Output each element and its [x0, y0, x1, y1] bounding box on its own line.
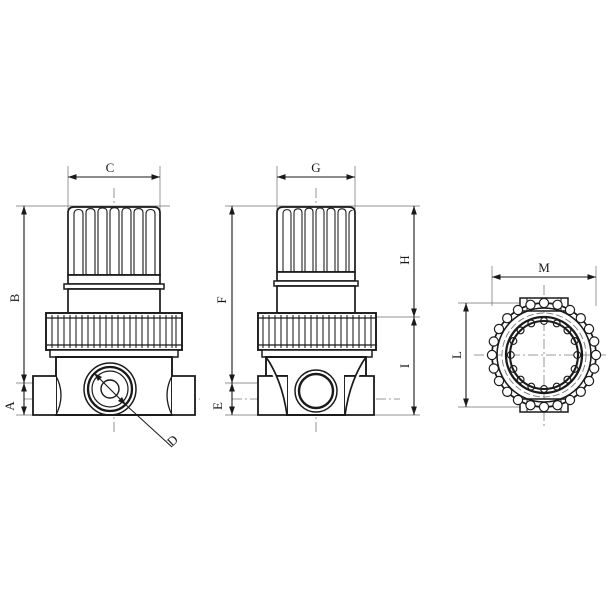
dimension-label-A: A	[2, 401, 17, 411]
top-view-inner-knob	[504, 315, 584, 395]
dimension-label-H: H	[397, 255, 412, 264]
dimension-label-I: I	[397, 364, 412, 368]
dimension-A: A	[2, 383, 27, 415]
bonnet-neck	[63, 283, 165, 314]
dimension-F: F	[214, 206, 235, 383]
side-adjusting-knob	[276, 206, 356, 282]
dimension-label-G: G	[311, 160, 320, 175]
dimension-label-L: L	[449, 351, 464, 359]
front-port-circles	[83, 362, 137, 416]
top-view-hidden-circle	[501, 312, 587, 398]
lock-ring	[45, 312, 183, 358]
dimension-I: I	[397, 317, 417, 415]
dimension-H: H	[397, 206, 417, 317]
side-bonnet-neck	[273, 280, 359, 314]
dimension-G: G	[277, 160, 355, 180]
top-view-knurled-ring	[486, 297, 602, 413]
dimension-M: M	[492, 260, 596, 280]
side-lock-ring-skirt	[261, 349, 373, 358]
dimension-label-E: E	[210, 402, 225, 410]
side-view: G F E H I	[210, 160, 420, 432]
side-valve-body	[257, 356, 375, 416]
side-lock-ring-knurls	[262, 315, 372, 348]
dimension-label-C: C	[106, 160, 115, 175]
lock-ring-skirt	[49, 349, 179, 358]
lock-ring-knurls	[51, 315, 177, 348]
top-view-extension-lines	[458, 266, 597, 408]
knob-ribs	[73, 207, 156, 275]
dimension-label-D: D	[164, 432, 181, 449]
dimension-label-F: F	[214, 296, 229, 303]
adjusting-knob	[67, 206, 161, 285]
top-view: M L	[449, 260, 606, 426]
side-lock-ring	[257, 312, 377, 358]
dimension-B: B	[7, 206, 27, 383]
dimension-E: E	[210, 383, 235, 415]
knob-base-collar	[67, 274, 161, 285]
side-knob-base-collar	[276, 271, 356, 282]
left-port-boss	[32, 375, 56, 416]
side-knob-ribs	[282, 207, 353, 272]
dimension-label-B: B	[7, 293, 22, 302]
front-view: D C B A	[2, 160, 200, 449]
right-port-boss	[172, 375, 196, 416]
side-port-circles	[294, 369, 338, 413]
dimension-C: C	[68, 160, 160, 180]
dimension-label-M: M	[538, 260, 550, 275]
dimension-L: L	[449, 303, 469, 407]
